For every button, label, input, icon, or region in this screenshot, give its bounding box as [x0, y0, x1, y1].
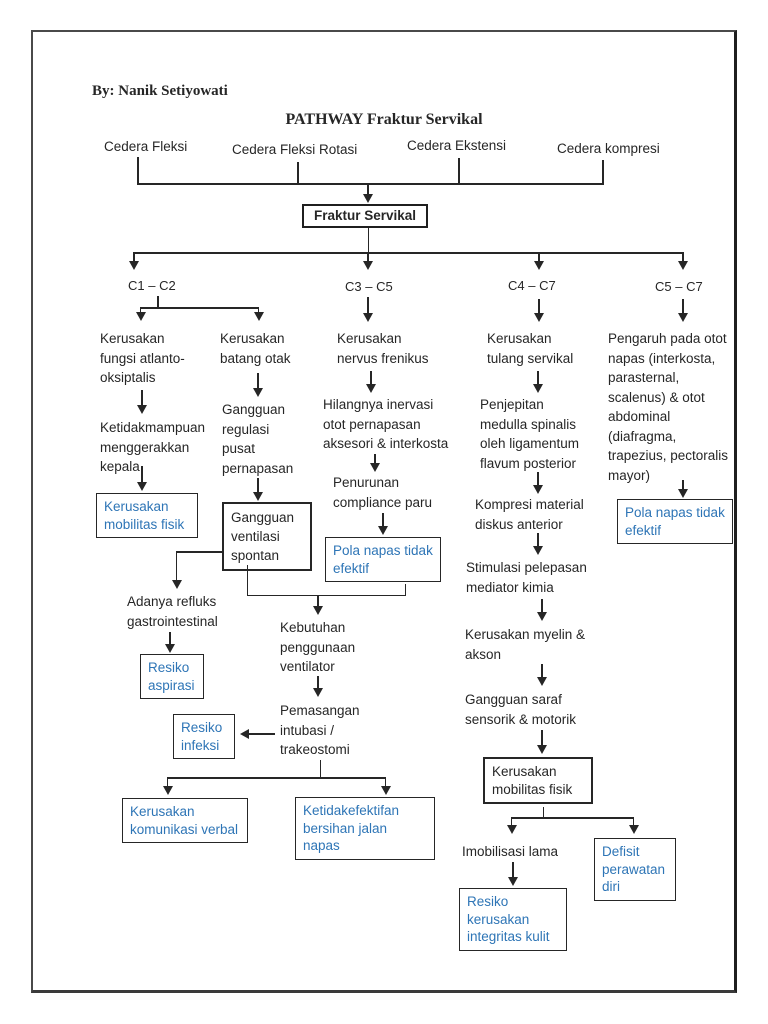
node-gangguan-saraf-sensorik-motorik: Gangguan saraf sensorik & motorik: [465, 692, 577, 727]
connector-line: [134, 252, 684, 254]
diagnosis-box-pola-napas-tidak-efektif-1: Pola napas tidak efektif: [325, 537, 441, 582]
page-border: [31, 30, 737, 993]
segment-c3-c5: C3 – C5: [345, 279, 393, 294]
connector-line: [246, 594, 406, 596]
diagnosis-box-defisit-perawatan-diri: Defisit perawatan diri: [594, 838, 676, 901]
author-byline: By: Nanik Setiyowati: [92, 83, 228, 99]
root-box-fraktur-servikal: Fraktur Servikal: [302, 204, 428, 228]
node-kompresi-material-diskus-anterior: Kompresi material diskus anterior: [475, 497, 584, 532]
connector-line: [137, 157, 139, 184]
arrow-left: [240, 729, 275, 738]
node-gangguan-regulasi-pusat-pernapasan: Gangguan regulasi pusat pernapasan: [222, 402, 294, 476]
cause-cedera-ekstensi: Cedera Ekstensi: [407, 138, 507, 153]
connector-line: [602, 160, 604, 184]
connector-line: [458, 158, 460, 184]
node-ketidakmampuan-menggerakkan-kepala: Ketidakmampuan menggerakkan kepala: [100, 420, 206, 474]
node-pemasangan-intubasi-trakeostomi: Pemasangan intubasi / trakeostomi: [280, 703, 360, 757]
connector-line: [177, 551, 222, 553]
diagnosis-box-resiko-kerusakan-integritas-kulit: Resiko kerusakan integritas kulit: [459, 888, 567, 951]
connector-line: [157, 296, 159, 308]
diagnosis-box-ketidakefektifan-bersihan-jalan-napas: Ketidakefektifan bersihan jalan napas: [295, 797, 435, 860]
connector-line: [137, 183, 604, 185]
connector-line: [367, 228, 369, 253]
connector-line: [140, 307, 259, 309]
diagnosis-box-kerusakan-mobilitas-fisik-1: Kerusakan mobilitas fisik: [96, 493, 198, 538]
diagnosis-box-resiko-aspirasi: Resiko aspirasi: [140, 654, 204, 699]
node-penjepitan-medulla-spinalis: Penjepitan medulla spinalis oleh ligamen…: [480, 397, 580, 471]
diagnosis-box-pola-napas-tidak-efektif-2: Pola napas tidak efektif: [617, 499, 733, 544]
connector-line: [511, 817, 634, 819]
segment-c4-c7: C4 – C7: [508, 278, 556, 293]
segment-c1-c2: C1 – C2: [128, 278, 176, 293]
node-box-kerusakan-mobilitas-fisik-2: Kerusakan mobilitas fisik: [483, 757, 593, 804]
diagnosis-box-kerusakan-komunikasi-verbal: Kerusakan komunikasi verbal: [122, 798, 248, 843]
node-stimulasi-pelepasan-mediator-kimia: Stimulasi pelepasan mediator kimia: [466, 560, 587, 595]
node-kebutuhan-penggunaan-ventilator: Kebutuhan penggunaan ventilator: [280, 620, 356, 674]
node-kerusakan-tulang-servikal: Kerusakan tulang servikal: [487, 331, 574, 366]
connector-line: [297, 162, 299, 184]
connector-line: [542, 807, 544, 818]
node-box-gangguan-ventilasi-spontan: Gangguan ventilasi spontan: [222, 502, 312, 571]
cause-cedera-fleksi: Cedera Fleksi: [104, 139, 188, 154]
node-imobilisasi-lama: Imobilisasi lama: [462, 844, 559, 859]
node-kerusakan-nervus-frenikus: Kerusakan nervus frenikus: [337, 331, 429, 366]
connector-line: [319, 760, 321, 778]
node-adanya-refluks-gastrointestinal: Adanya refluks gastrointestinal: [127, 594, 218, 629]
connector-line: [404, 584, 406, 596]
node-kerusakan-batang-otak: Kerusakan batang otak: [220, 331, 291, 366]
diagnosis-box-resiko-infeksi: Resiko infeksi: [173, 714, 235, 759]
connector-line: [246, 565, 248, 596]
node-kerusakan-myelin-akson: Kerusakan myelin & akson: [465, 627, 586, 662]
connector-line: [167, 777, 386, 779]
cause-cedera-fleksi-rotasi: Cedera Fleksi Rotasi: [232, 142, 358, 157]
node-hilangnya-inervasi-otot-pernapasan: Hilangnya inervasi otot pernapasan akses…: [323, 397, 449, 451]
node-pengaruh-pada-otot-napas: Pengaruh pada otot napas (interkosta, pa…: [608, 331, 729, 483]
segment-c5-c7: C5 – C7: [655, 279, 703, 294]
node-kerusakan-fungsi-atlanto-oksiptalis: Kerusakan fungsi atlanto- oksiptalis: [100, 331, 185, 385]
node-penurunan-compliance-paru: Penurunan compliance paru: [333, 475, 433, 510]
page-title: PATHWAY Fraktur Servikal: [285, 111, 483, 128]
cause-cedera-kompresi: Cedera kompresi: [557, 141, 660, 156]
